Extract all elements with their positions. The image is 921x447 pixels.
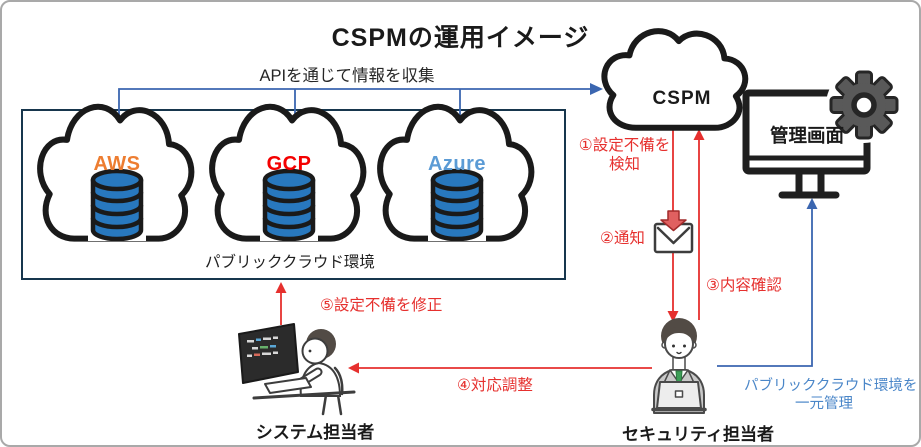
gcp-label: GCP <box>266 153 312 175</box>
step4-coordinate-label: ④対応調整 <box>457 377 533 394</box>
step5-fix-label: ⑤設定不備を修正 <box>320 297 443 314</box>
system-staff-label: システム担当者 <box>255 423 375 442</box>
step3-confirm-label: ③内容確認 <box>706 277 782 294</box>
aws-database-icon <box>88 167 146 241</box>
gear-icon <box>826 67 902 143</box>
notification-block-arrow-icon <box>660 210 687 232</box>
public-cloud-box-caption: パブリッククラウド環境 <box>205 254 375 271</box>
management-screen-label: 管理画面 <box>769 125 844 146</box>
central-management-note: パブリッククラウド環境を 一元管理 <box>744 377 918 413</box>
step2-notify-label: ②通知 <box>600 230 645 247</box>
step1-line2: 検知 <box>608 156 640 174</box>
step1-line1: ①設定不備を <box>578 137 671 154</box>
security-staff-label: セキュリティ担当者 <box>622 425 774 444</box>
api-flow-label: APIを通じて情報を収集 <box>259 67 435 85</box>
central-management-note-line1: パブリッククラウド環境を <box>744 378 918 394</box>
page-title: CSPMの運用イメージ <box>331 24 590 52</box>
aws-label: AWS <box>93 153 141 175</box>
system-staff-illustration <box>238 323 356 416</box>
cspm-cloud-label: CSPM <box>652 88 712 109</box>
azure-label: Azure <box>427 153 487 175</box>
management-connector-arrow <box>717 198 818 367</box>
central-management-note-line2: 一元管理 <box>795 396 853 413</box>
azure-database-icon <box>428 167 486 241</box>
gcp-database-icon <box>260 167 318 241</box>
security-staff-illustration <box>651 318 707 414</box>
step1-detect-label: ①設定不備を 検知 <box>572 136 677 175</box>
monitor-icon <box>742 89 871 199</box>
